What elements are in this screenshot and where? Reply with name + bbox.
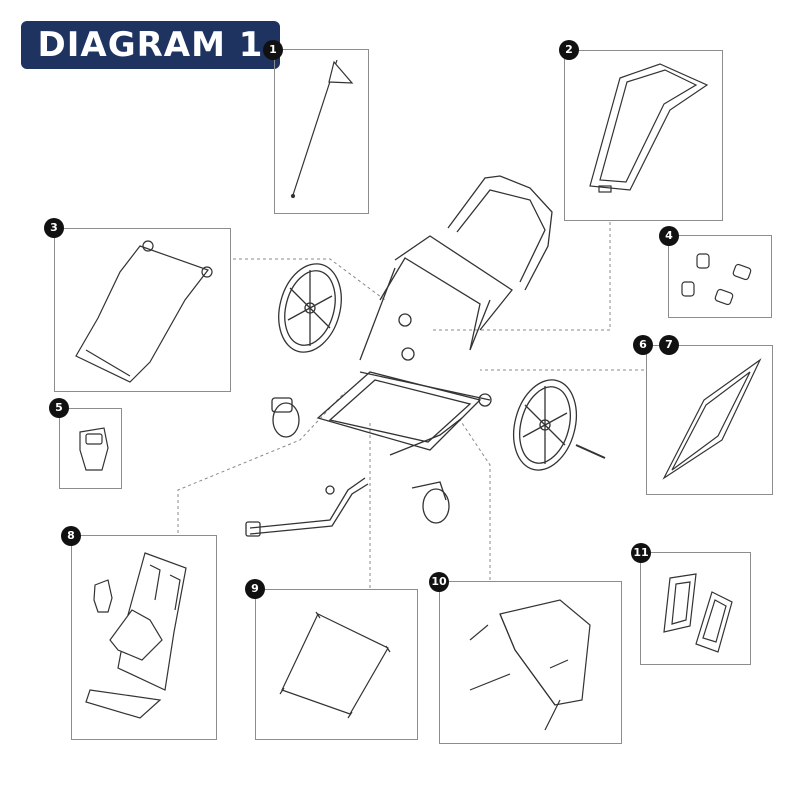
clip-set-drawing (681, 253, 752, 306)
child-seat-drawing (85, 552, 187, 719)
callout-marker-3: 3 (44, 218, 64, 238)
panel-part-5 (59, 408, 122, 489)
diagram-title: DIAGRAM 1 (21, 21, 280, 69)
callout-marker-2: 2 (559, 40, 579, 60)
callout-marker-7: 7 (659, 335, 679, 355)
rear-wheel-left (278, 263, 342, 353)
sun-canopy-drawing (75, 240, 213, 383)
handlebar-grips-drawing (663, 573, 733, 653)
panel-part-3 (54, 228, 231, 392)
buckle-drawing (79, 427, 109, 471)
side-window-drawing (662, 358, 762, 480)
jogger-wheel (411, 481, 450, 524)
front-wheel-small (271, 397, 300, 438)
chassis-drawing (316, 175, 553, 456)
callout-marker-6: 6 (633, 335, 653, 355)
callout-marker-10: 10 (429, 572, 449, 592)
panel-part-2 (564, 50, 723, 221)
rear-wheel-right (513, 379, 606, 471)
panel-part-9 (255, 589, 418, 740)
storage-basket-drawing (469, 599, 591, 731)
leader-lines (177, 222, 644, 588)
safety-flag-drawing (290, 59, 354, 199)
callout-marker-8: 8 (61, 526, 81, 546)
callout-marker-9: 9 (245, 579, 265, 599)
panel-part-11 (640, 552, 751, 665)
callout-marker-11: 11 (631, 543, 651, 563)
seat-fabric-drawing (279, 611, 391, 719)
callout-marker-4: 4 (659, 226, 679, 246)
tow-arm-drawing (245, 477, 369, 537)
panel-part-10 (439, 581, 622, 744)
callout-marker-1: 1 (263, 40, 283, 60)
panel-part-4 (668, 235, 772, 318)
callout-marker-5: 5 (49, 398, 69, 418)
rear-cover-drawing (589, 63, 709, 193)
panel-part-6-7 (646, 345, 773, 495)
panel-part-1 (274, 49, 369, 214)
panel-part-8 (71, 535, 217, 740)
